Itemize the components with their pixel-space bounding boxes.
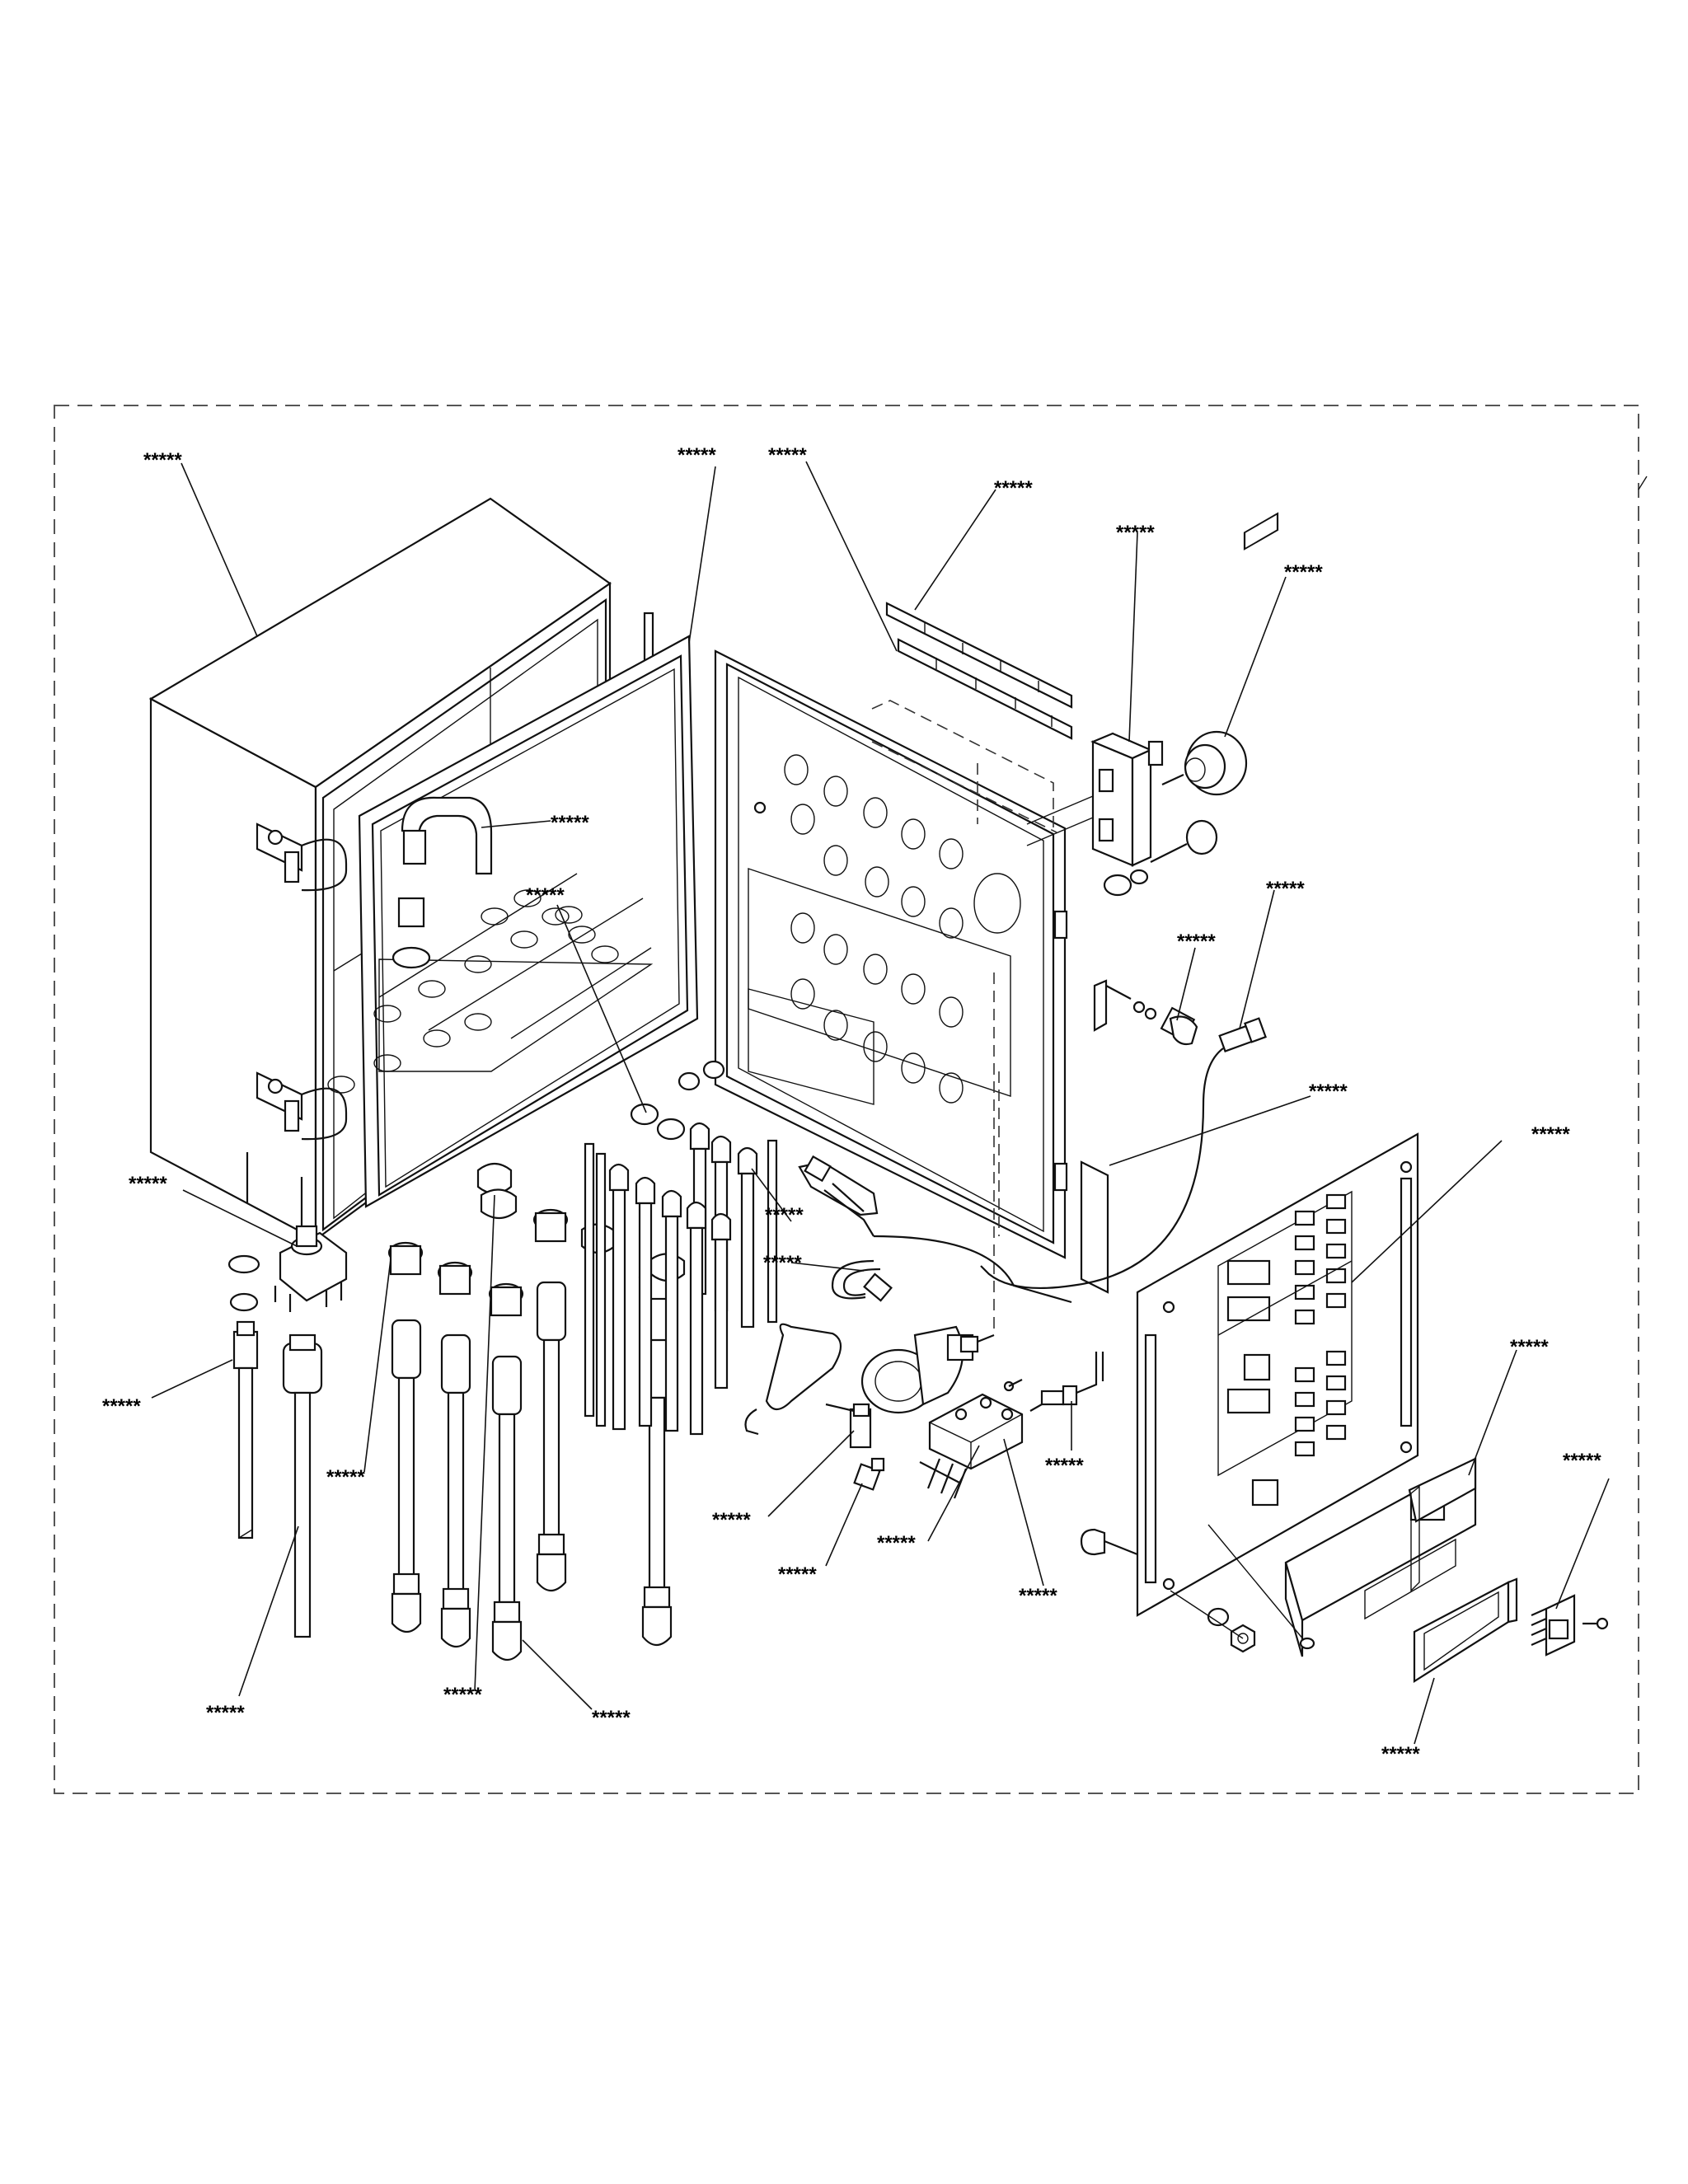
adjust-knob-part	[1103, 730, 1248, 897]
callout-display-module: *****	[1381, 1743, 1420, 1765]
terminal-lugs-part	[1531, 1594, 1609, 1657]
callout-connector-block: *****	[712, 1509, 751, 1531]
callout-sample-line: *****	[1563, 1450, 1601, 1472]
sample-line-part	[831, 1235, 1072, 1304]
callout-long-elbow: *****	[765, 1204, 804, 1226]
display-module-part	[1413, 1577, 1518, 1683]
plate-hardware	[1080, 1524, 1315, 1653]
diagram-boundary	[54, 405, 1639, 1794]
flow-meter-bracket-part	[1026, 732, 1164, 867]
label-strip-parts	[885, 602, 1073, 740]
sensor-housing-part	[744, 1323, 995, 1436]
tube-assembly-part	[282, 1333, 323, 1638]
callout-manifold-screws: *****	[1019, 1585, 1057, 1607]
callout-bulkhead-fittings: *****	[526, 884, 565, 907]
bulkhead-fittings-part	[584, 1060, 778, 1436]
callout-sensor-housing: *****	[326, 1466, 365, 1488]
callout-terminal-lugs: *****	[592, 1707, 631, 1729]
callout-flow-meter-bracket: *****	[1116, 522, 1155, 544]
door-gasket-frame	[327, 635, 699, 1208]
callout-probe-tube: *****	[102, 1395, 141, 1418]
elbow-connector-part	[1093, 979, 1198, 1046]
callout-labels: ***** ***** ***** ***** ***** ***** ****…	[102, 444, 1601, 1765]
boundary-tick	[1638, 476, 1648, 490]
small-elbow-part	[853, 1457, 885, 1491]
callout-cable-gland: *****	[129, 1173, 167, 1195]
callout-elbow-fitting-top: *****	[551, 812, 589, 834]
cable-gland-part	[227, 1225, 348, 1312]
callout-tube-fitting: *****	[1266, 878, 1305, 900]
connector-block-part	[1029, 1352, 1104, 1412]
callout-tube-assembly: *****	[763, 1252, 802, 1274]
callout-display-bracket: *****	[1045, 1455, 1084, 1477]
circuit-board-part	[1217, 512, 1353, 1507]
callout-manifold: *****	[877, 1532, 916, 1554]
callout-sensor-cable-a: *****	[206, 1702, 245, 1724]
callout-adjust-knob: *****	[1284, 561, 1323, 583]
callout-elbow-connector: *****	[1177, 930, 1216, 953]
callout-label-plates: *****	[994, 477, 1033, 499]
front-panel	[714, 649, 1109, 1335]
callout-door-gasket: *****	[678, 444, 716, 466]
callout-mounting-plate: *****	[1309, 1080, 1348, 1103]
callout-enclosure: *****	[143, 449, 182, 471]
callout-panel-label-strip: *****	[768, 444, 807, 466]
callout-check-valve: *****	[1510, 1336, 1549, 1358]
long-elbow-part	[798, 1155, 879, 1237]
callout-circuit-board: *****	[1531, 1123, 1570, 1146]
elbow-fitting-part	[392, 796, 493, 969]
mounting-plate-part	[1136, 1132, 1419, 1617]
callout-sensor-cable-b: *****	[443, 1684, 482, 1706]
leader-lines	[151, 461, 1610, 1745]
callout-small-elbow: *****	[778, 1563, 817, 1586]
tube-fitting-part	[980, 1017, 1267, 1290]
probe-tube-part	[232, 1320, 259, 1540]
check-valve-part	[825, 1403, 872, 1449]
